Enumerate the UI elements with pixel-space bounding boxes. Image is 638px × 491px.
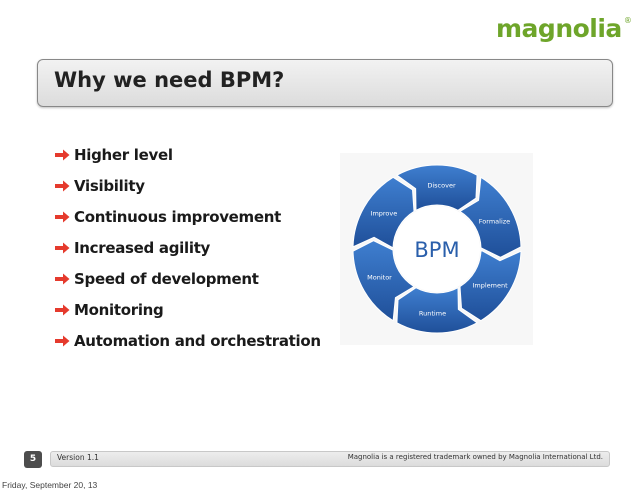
bullet-item: Automation and orchestration (54, 325, 321, 356)
right-arrow-icon (55, 211, 70, 222)
right-arrow-icon (55, 149, 70, 160)
bullet-text: Increased agility (74, 238, 211, 257)
version-label: Version 1.1 (57, 453, 99, 462)
slide-title: Why we need BPM? (54, 68, 285, 92)
trademark-notice: Magnolia is a registered trademark owned… (347, 453, 603, 461)
bullet-item: Speed of development (54, 263, 321, 294)
bullet-item: Continuous improvement (54, 201, 321, 232)
cycle-segment (352, 176, 415, 249)
segment-label: Formalize (479, 217, 510, 225)
segment-label: Discover (427, 182, 456, 190)
bullet-item: Monitoring (54, 294, 321, 325)
date-stamp: Friday, September 20, 13 (2, 480, 98, 490)
bullet-list: Higher level Visibility Continuous impro… (54, 139, 321, 356)
cycle-segment (352, 240, 415, 322)
bullet-item: Higher level (54, 139, 321, 170)
bullet-text: Automation and orchestration (74, 331, 321, 350)
segment-label: Monitor (367, 274, 392, 282)
right-arrow-icon (55, 273, 70, 284)
footer-bar: Version 1.1 Magnolia is a registered tra… (50, 451, 610, 467)
cycle-segment (396, 286, 479, 334)
center-label: BPM (414, 238, 459, 262)
cycle-segment (395, 164, 478, 212)
segment-label: Runtime (419, 309, 446, 317)
right-arrow-icon (55, 242, 70, 253)
segment-label: Improve (371, 210, 398, 218)
cycle-segment (459, 176, 522, 258)
right-arrow-icon (55, 335, 70, 346)
magnolia-logo: magnolia ® (496, 14, 632, 48)
bullet-text: Speed of development (74, 269, 259, 288)
bullet-text: Monitoring (74, 300, 164, 319)
bullet-text: Visibility (74, 176, 145, 195)
bullet-item: Visibility (54, 170, 321, 201)
cycle-segment (459, 249, 522, 322)
bullet-item: Increased agility (54, 232, 321, 263)
center-circle (394, 206, 480, 292)
segment-label: Implement (473, 281, 509, 289)
logo-text: magnolia (496, 14, 622, 43)
bullet-text: Continuous improvement (74, 207, 282, 226)
registered-mark: ® (623, 16, 632, 25)
bullet-text: Higher level (74, 145, 173, 164)
title-box: Why we need BPM? (37, 59, 613, 107)
page-number: 5 (24, 451, 42, 468)
right-arrow-icon (55, 180, 70, 191)
right-arrow-icon (55, 304, 70, 315)
